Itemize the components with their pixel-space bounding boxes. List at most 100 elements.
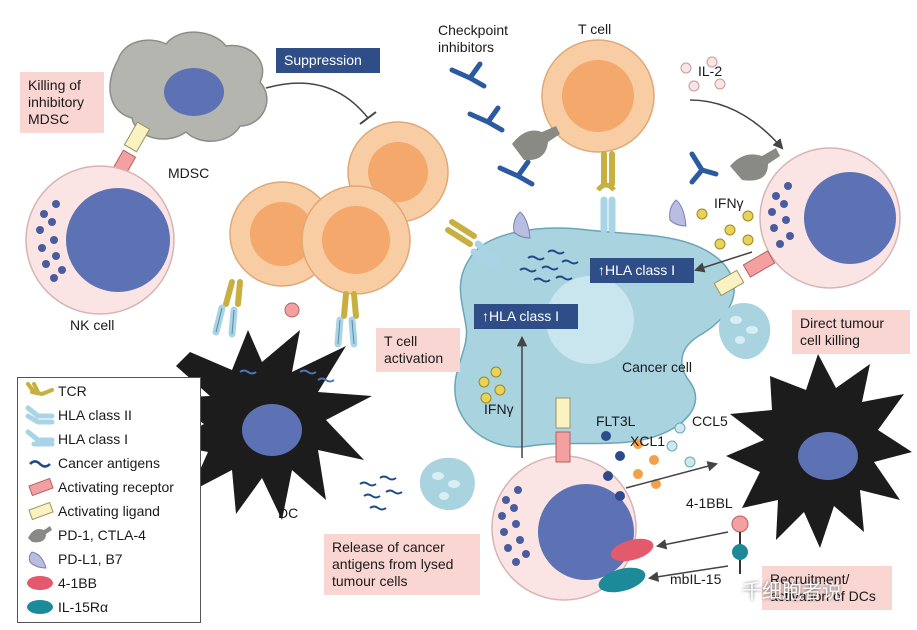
tcr-hla-i-pair-tcell-cancer bbox=[445, 219, 500, 270]
4-1bbl-ball bbox=[731, 515, 749, 533]
recruitment-arrow bbox=[625, 461, 719, 489]
legend-label: Activating receptor bbox=[58, 479, 174, 495]
xcl1-label: XCL1 bbox=[630, 433, 665, 449]
il2-dots bbox=[680, 56, 726, 92]
t-cell-left-nucleus bbox=[250, 202, 314, 266]
pd1-left bbox=[512, 126, 560, 161]
hla-class-i-right-box: ↑HLA class I bbox=[590, 258, 694, 283]
cancer-cell-nucleus bbox=[546, 276, 634, 364]
watermark: 千细胞者说 bbox=[742, 579, 842, 603]
activating-receptor-icon bbox=[28, 477, 54, 497]
legend: TCR HLA class II HLA class I Cancer anti… bbox=[17, 377, 201, 623]
t-cell-label: T cell bbox=[578, 21, 611, 37]
legend-item-pdl1: PD-L1, B7 bbox=[22, 548, 123, 570]
nk-cell-right-nucleus bbox=[804, 172, 896, 264]
released-antigens bbox=[359, 475, 403, 511]
il15ra-icon bbox=[27, 600, 53, 614]
killing-mdsc-box: Killing of inhibitory MDSC bbox=[20, 72, 104, 133]
release-box: Release of cancer antigens from lysed tu… bbox=[324, 534, 480, 595]
legend-item-hla-class-ii: HLA class II bbox=[22, 404, 132, 426]
checkpoint-antibodies bbox=[449, 61, 719, 187]
ccl5-label: CCL5 bbox=[692, 413, 728, 429]
ifng-dots-left bbox=[478, 366, 506, 404]
legend-label: TCR bbox=[58, 383, 87, 399]
mdsc-nucleus bbox=[164, 68, 224, 116]
nk-bottom-activating-receptor bbox=[555, 431, 571, 463]
nk-cell-bottom-granules bbox=[498, 486, 530, 566]
legend-item-activating-receptor: Activating receptor bbox=[22, 476, 174, 498]
pdl1-icon bbox=[28, 551, 47, 569]
legend-label: PD-L1, B7 bbox=[58, 551, 123, 567]
mdsc-activating-ligand bbox=[123, 121, 151, 153]
lysed-tumour-cell-bottom bbox=[419, 457, 475, 511]
lysed-tumour-cell-right bbox=[718, 302, 771, 360]
pdl1-left bbox=[513, 211, 531, 239]
dendritic-cell-left-nucleus bbox=[242, 404, 302, 456]
legend-item-activating-ligand: Activating ligand bbox=[22, 500, 160, 522]
hla-class-ii-icon bbox=[25, 405, 55, 425]
cancer-cell-label-text: Cancer cell bbox=[622, 359, 692, 375]
nk-cell-label: NK cell bbox=[70, 317, 114, 333]
t-cell-top-nucleus bbox=[562, 60, 634, 132]
pdl1-right bbox=[669, 199, 687, 227]
nk-cell-left-nucleus bbox=[66, 188, 170, 292]
chemokine-dots bbox=[601, 422, 696, 501]
dc-left-antigens bbox=[239, 369, 335, 383]
il15ra-ellipse bbox=[598, 567, 646, 593]
4-1bb-icon bbox=[27, 576, 53, 590]
lysed-fragments-right bbox=[730, 316, 758, 344]
4-1bbl-arrow bbox=[655, 531, 729, 550]
legend-item-cancer-antigen: Cancer antigens bbox=[22, 452, 160, 474]
il2-label: IL-2 bbox=[698, 63, 722, 79]
hla-class-i-center-box: ↑HLA class I bbox=[474, 304, 578, 329]
nk-cell-left-granules bbox=[36, 200, 66, 282]
legend-label: 4-1BB bbox=[58, 575, 97, 591]
legend-label: HLA class I bbox=[58, 431, 129, 447]
cancer-activating-ligand-bottom bbox=[555, 397, 571, 429]
checkpoint-label: Checkpoint inhibitors bbox=[438, 22, 509, 55]
pd1-icon bbox=[28, 526, 52, 543]
direct-killing-box: Direct tumour cell killing bbox=[792, 310, 910, 354]
hla-class-i-icon bbox=[25, 429, 55, 447]
flt3l-label: FLT3L bbox=[596, 413, 636, 429]
mbil15-ball bbox=[732, 544, 748, 560]
4-1bb-ellipse bbox=[610, 538, 654, 562]
tcr-hla-i-pair-top bbox=[596, 151, 616, 234]
legend-label: HLA class II bbox=[58, 407, 132, 423]
ifng-arrow-right bbox=[694, 251, 753, 273]
nk-right-activating-receptor bbox=[742, 250, 776, 278]
mdsc-label: MDSC bbox=[168, 165, 209, 181]
recruitment-box: Recruitment/ activation of DCs bbox=[762, 566, 892, 610]
legend-label: PD-1, CTLA-4 bbox=[58, 527, 146, 543]
t-cell-middle-nucleus bbox=[322, 206, 390, 274]
lysed-fragments-bottom bbox=[432, 472, 460, 500]
cancer-antigens-cluster bbox=[519, 249, 579, 283]
pd1-right bbox=[730, 148, 780, 181]
legend-item-pd1: PD-1, CTLA-4 bbox=[22, 524, 146, 546]
ifng-dots-right bbox=[696, 208, 754, 250]
costimulatory-marker bbox=[284, 302, 300, 318]
mbil15-label: mbIL-15 bbox=[670, 571, 722, 587]
tcr-icon bbox=[26, 382, 54, 396]
nk-cell-bottom-nucleus bbox=[538, 484, 634, 580]
ifng-left-label: IFNγ bbox=[484, 401, 514, 417]
legend-item-tcr: TCR bbox=[22, 380, 87, 402]
cancer-antigen-icon bbox=[29, 460, 51, 468]
activating-ligand-icon bbox=[28, 501, 54, 521]
suppression-bar bbox=[359, 111, 377, 125]
t-cell-activation-box: T cell activation bbox=[376, 328, 460, 372]
t-cell-back-nucleus bbox=[368, 142, 428, 202]
nk-cell-right-granules bbox=[768, 182, 794, 248]
cancer-cell-label: Cancer cell bbox=[622, 359, 692, 375]
legend-item-4-1bb: 4-1BB bbox=[22, 572, 97, 594]
tcr-hla-ii-pair-left bbox=[212, 279, 243, 338]
ifng-right-label: IFNγ bbox=[714, 195, 744, 211]
legend-label: Activating ligand bbox=[58, 503, 160, 519]
bbl-label: 4-1BBL bbox=[686, 495, 733, 511]
mbil15-arrow bbox=[647, 565, 729, 582]
suppression-box: Suppression bbox=[276, 48, 380, 73]
legend-item-hla-class-i: HLA class I bbox=[22, 428, 128, 450]
suppression-arc bbox=[265, 82, 369, 119]
tcr-hla-ii-pair-middle bbox=[334, 291, 359, 348]
